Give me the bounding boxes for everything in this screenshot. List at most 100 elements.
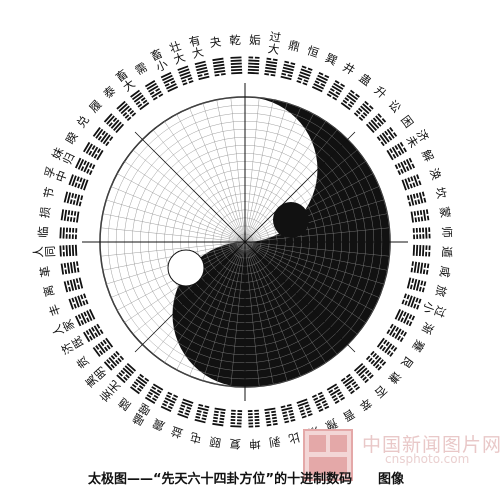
svg-text:大: 大 [190, 44, 205, 60]
hexagram-symbol [386, 323, 407, 343]
svg-text:归: 归 [60, 150, 78, 166]
watermark-site-name: 中国新闻图片网 [362, 434, 500, 456]
hexagram-name: 井 [340, 60, 357, 78]
svg-text:畜: 畜 [148, 46, 164, 64]
svg-text:蒙: 蒙 [437, 206, 453, 219]
svg-text:随: 随 [115, 395, 133, 413]
hexagram-symbol [68, 174, 89, 191]
svg-text:解: 解 [419, 147, 437, 164]
svg-text:孚: 孚 [42, 164, 59, 180]
svg-text:有: 有 [187, 33, 202, 49]
svg-text:蛊: 蛊 [357, 71, 375, 89]
hexagram-symbol [410, 209, 430, 223]
caption-suffix: 图像 [378, 472, 405, 487]
hexagram-name: 震 [150, 416, 167, 434]
hexagram-name: 中孚 [42, 164, 70, 184]
hexagram-name: 家人 [49, 317, 78, 339]
hexagram-symbol [212, 407, 226, 427]
svg-text:离: 离 [41, 284, 57, 299]
svg-text:晋: 晋 [340, 406, 357, 424]
yang-eye [273, 202, 309, 238]
hexagram-symbol [247, 56, 260, 75]
svg-text:旅: 旅 [433, 284, 449, 299]
svg-text:巽: 巽 [323, 51, 339, 69]
hexagram-symbol [60, 209, 80, 223]
hexagram-name: 蹇 [409, 337, 427, 354]
hexagram-symbol [386, 141, 407, 161]
svg-text:损: 损 [37, 205, 53, 219]
hexagram-symbol [212, 57, 226, 77]
caption: 太极图——“先天六十四卦方位”的十进制数码 图像 [0, 466, 500, 496]
svg-text:中: 中 [53, 169, 70, 185]
svg-text:剥: 剥 [268, 434, 281, 450]
hexagram-name: 解 [419, 147, 437, 164]
hexagram-symbol [340, 89, 360, 111]
svg-text:临: 临 [36, 226, 51, 238]
hexagram-symbol [406, 277, 427, 293]
svg-text:涣: 涣 [427, 166, 444, 182]
hexagram-symbol [103, 113, 125, 134]
caption-title: 太极图——“先天六十四卦方位”的十进制数码 [88, 472, 353, 487]
hexagram-symbol [130, 89, 150, 111]
svg-text:姤: 姤 [249, 33, 262, 48]
hexagram-name: 大过 [267, 29, 283, 57]
hexagram-symbol [68, 293, 89, 310]
svg-text:遁: 遁 [440, 246, 455, 259]
svg-text:需: 需 [133, 60, 150, 78]
svg-text:坎: 坎 [433, 186, 449, 201]
hexagram-symbol [74, 157, 96, 176]
hexagram-name: 困 [398, 113, 416, 131]
hexagram-name: 鼎 [287, 38, 302, 54]
hexagram-symbol [116, 362, 137, 384]
hexagram-name: 剥 [268, 434, 281, 450]
hexagram-name: 萃 [357, 395, 375, 413]
hexagram-name: 艮 [398, 354, 416, 372]
hexagram-name: 离 [41, 284, 57, 299]
watermark-url: cnsphoto.com [385, 452, 470, 466]
hexagram-name: 否 [371, 383, 389, 401]
taiji-disc [82, 83, 408, 401]
hexagram-name: 未济 [403, 127, 431, 151]
svg-text:升: 升 [372, 83, 390, 101]
svg-text:兑: 兑 [74, 113, 92, 131]
hexagram-name: 恒 [305, 43, 321, 60]
svg-text:乾: 乾 [229, 33, 242, 48]
svg-text:贲: 贲 [74, 354, 92, 372]
hexagram-symbol [280, 403, 296, 424]
hexagram-symbol [311, 391, 330, 413]
hexagram-name: 革 [37, 265, 53, 278]
svg-text:人: 人 [31, 246, 46, 259]
hexagram-name: 兑 [74, 113, 92, 131]
svg-text:谦: 谦 [385, 369, 403, 387]
hexagram-name: 坤 [249, 437, 261, 452]
hexagram-symbol [280, 60, 296, 81]
hexagram-symbol [116, 100, 137, 122]
hexagram-symbol [353, 362, 374, 384]
hexagram-name: 姤 [249, 33, 262, 48]
hexagram-name: 蛊 [357, 71, 375, 89]
hexagram-name: 随 [115, 395, 133, 413]
hexagram-name: 归妹 [49, 145, 77, 167]
hexagram-name: 师 [440, 226, 455, 238]
svg-text:小: 小 [420, 300, 437, 316]
svg-text:屯: 屯 [188, 430, 203, 446]
hexagram-symbol [264, 407, 278, 427]
hexagram-symbol [376, 337, 398, 357]
hexagram-name: 巽 [323, 51, 339, 69]
hexagram-symbol [59, 227, 78, 240]
hexagram-symbol [194, 60, 210, 81]
hexagram-symbol [103, 350, 125, 371]
hexagram-symbol [130, 373, 150, 395]
hexagram-symbol [144, 80, 164, 101]
hexagram-name: 益 [169, 424, 185, 441]
hexagram-name: 同人 [31, 245, 58, 258]
hexagram-name: 贲 [74, 354, 92, 372]
hexagram-name: 涣 [427, 166, 444, 182]
svg-text:艮: 艮 [398, 354, 416, 372]
svg-text:革: 革 [37, 265, 53, 278]
hexagram-name: 颐 [208, 434, 222, 450]
svg-text:萃: 萃 [357, 395, 375, 413]
svg-text:颐: 颐 [208, 434, 222, 450]
hexagram-symbol [177, 65, 194, 86]
hexagram-symbol [296, 398, 313, 419]
